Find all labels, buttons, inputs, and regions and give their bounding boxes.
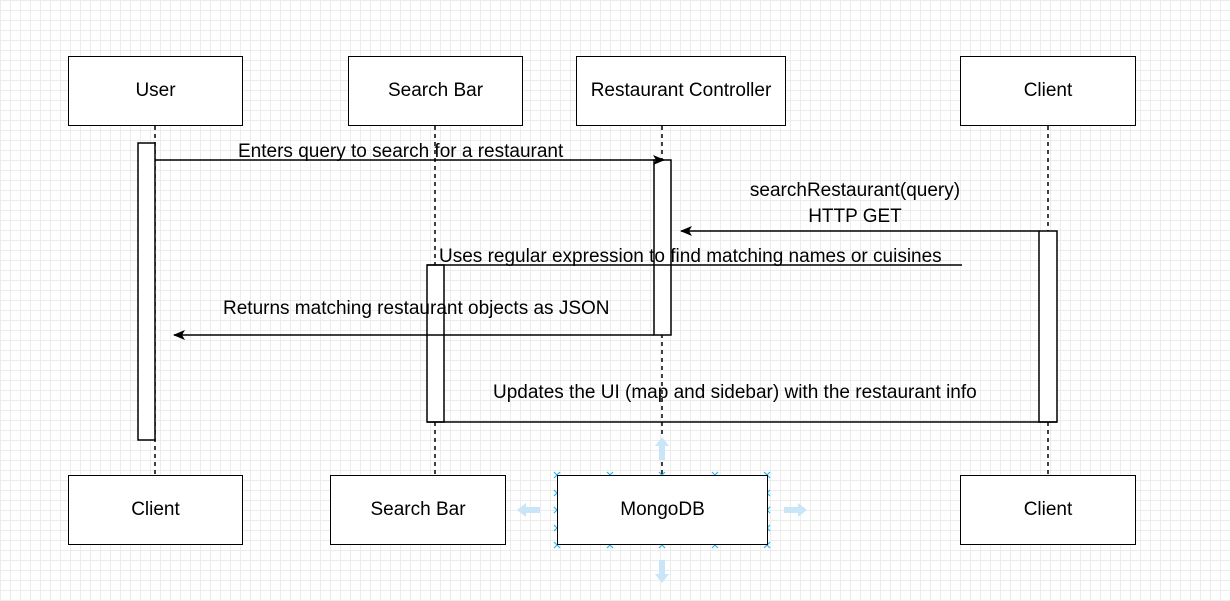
participant-user-label: User bbox=[135, 80, 176, 101]
arrow-right-icon[interactable] bbox=[784, 503, 807, 517]
participant-client-bottom-left-label: Client bbox=[131, 499, 180, 520]
participant-search-bar-bottom[interactable]: Search Bar bbox=[330, 475, 506, 545]
participant-restaurant-controller[interactable]: Restaurant Controller bbox=[576, 56, 786, 126]
participant-client-bottom-right[interactable]: Client bbox=[960, 475, 1136, 545]
search-restaurant-label-line2[interactable]: HTTP GET bbox=[808, 206, 902, 227]
client-activation-bar[interactable] bbox=[1038, 230, 1058, 423]
participant-client-bottom-left[interactable]: Client bbox=[68, 475, 243, 545]
participant-client-label: Client bbox=[1023, 80, 1073, 101]
participant-search-bar-bottom-label: Search Bar bbox=[370, 499, 466, 520]
participant-user[interactable]: User bbox=[68, 56, 243, 126]
returns-json-label[interactable]: Returns matching restaurant objects as J… bbox=[223, 298, 610, 319]
participant-mongodb[interactable]: MongoDB bbox=[557, 475, 768, 545]
user-activation-bar[interactable] bbox=[137, 142, 156, 441]
search-bar-activation-bar[interactable] bbox=[426, 264, 445, 423]
arrow-up-icon[interactable] bbox=[655, 437, 669, 460]
search-restaurant-label-line1[interactable]: searchRestaurant(query) bbox=[749, 180, 961, 201]
participant-restaurant-controller-label: Restaurant Controller bbox=[590, 80, 772, 101]
arrow-down-icon[interactable] bbox=[655, 560, 669, 583]
arrow-left-icon[interactable] bbox=[517, 503, 540, 517]
participant-search-bar[interactable]: Search Bar bbox=[348, 56, 523, 126]
enters-query-label[interactable]: Enters query to search for a restaurant bbox=[238, 141, 564, 162]
participant-search-bar-label: Search Bar bbox=[387, 80, 484, 101]
updates-ui-label[interactable]: Updates the UI (map and sidebar) with th… bbox=[493, 382, 977, 403]
uses-regex-label[interactable]: Uses regular expression to find matching… bbox=[439, 246, 942, 267]
participant-client-bottom-right-label: Client bbox=[1023, 499, 1073, 520]
participant-mongodb-label: MongoDB bbox=[620, 499, 705, 520]
participant-client[interactable]: Client bbox=[960, 56, 1136, 126]
